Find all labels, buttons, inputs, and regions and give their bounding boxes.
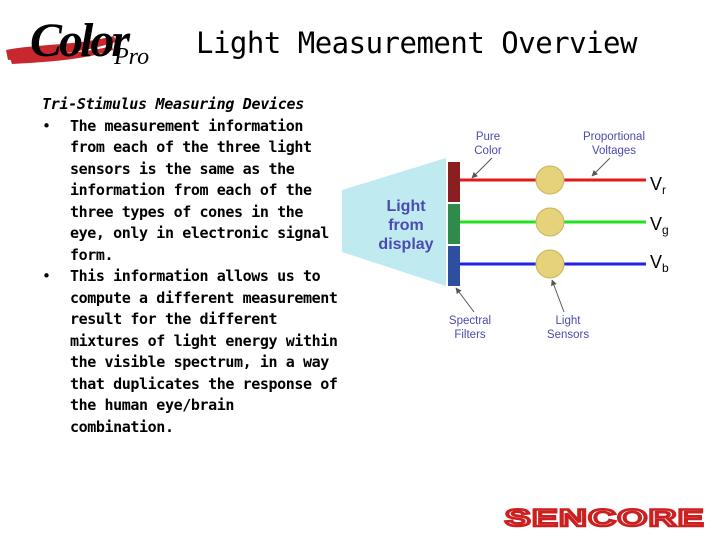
arrow-spectral bbox=[455, 287, 475, 313]
output-label-red: Vr bbox=[650, 174, 666, 197]
output-sub-green: g bbox=[662, 223, 669, 237]
slide-title: Light Measurement Overview bbox=[196, 26, 637, 60]
label-spectral-line2: Filters bbox=[454, 329, 486, 341]
source-label-line3: display bbox=[378, 236, 433, 253]
output-main-red: V bbox=[650, 174, 662, 194]
label-sensors-line1: Light bbox=[556, 315, 582, 327]
source-label-line2: from bbox=[388, 217, 424, 234]
logo-swoosh bbox=[6, 36, 116, 60]
label-proportional-line1: Proportional bbox=[583, 131, 645, 143]
label-pure-color-line1: Pure bbox=[476, 131, 500, 143]
label-pure-color-line2: Color bbox=[474, 145, 502, 157]
output-sub-red: r bbox=[662, 183, 666, 197]
bullet-item-2: • This information allows us to compute … bbox=[42, 266, 342, 438]
bullet-text-2: This information allows us to compute a … bbox=[70, 267, 338, 436]
sencore-logo: SENCORE bbox=[504, 504, 706, 530]
source-label-line1: Light bbox=[386, 198, 426, 215]
logo-swoosh-inner bbox=[10, 46, 113, 64]
content-heading: Tri-Stimulus Measuring Devices bbox=[42, 95, 304, 113]
bullet-list: • The measurement information from each … bbox=[42, 116, 342, 439]
bullet-marker: • bbox=[42, 116, 51, 135]
output-label-blue: Vb bbox=[650, 252, 669, 275]
logo-brand-sub: Pro bbox=[113, 44, 149, 70]
label-sensors-line2: Sensors bbox=[547, 329, 589, 341]
light-sensor-green bbox=[535, 207, 565, 237]
spectral-filter-green bbox=[448, 204, 460, 244]
tristimulus-diagram: Light from display Vr Vg Vb Pure Color P… bbox=[342, 131, 669, 341]
label-spectral-line1: Spectral bbox=[449, 315, 491, 327]
spectral-filter-blue bbox=[448, 246, 460, 286]
light-sensor-red bbox=[535, 165, 565, 195]
content-block: Tri-Stimulus Measuring Devices • The mea… bbox=[42, 94, 342, 438]
light-beam bbox=[342, 158, 446, 286]
arrow-pure-color bbox=[471, 157, 493, 179]
output-main-blue: V bbox=[650, 252, 662, 272]
spectral-filter-red bbox=[448, 162, 460, 202]
output-label-green: Vg bbox=[650, 214, 669, 237]
arrow-sensors bbox=[551, 279, 565, 313]
colorpro-logo: Color Pro bbox=[6, 14, 149, 70]
bullet-marker: • bbox=[42, 267, 51, 285]
label-proportional-line2: Voltages bbox=[592, 145, 636, 157]
output-main-green: V bbox=[650, 214, 662, 234]
logo-brand-main: Color bbox=[30, 14, 131, 67]
output-sub-blue: b bbox=[662, 261, 669, 275]
arrow-proportional bbox=[591, 157, 611, 177]
bullet-item-1: • The measurement information from each … bbox=[42, 116, 342, 267]
bullet-text-1: The measurement information from each of… bbox=[70, 116, 329, 264]
sencore-wordmark: SENCORE bbox=[505, 505, 705, 530]
light-sensor-blue bbox=[535, 249, 565, 279]
